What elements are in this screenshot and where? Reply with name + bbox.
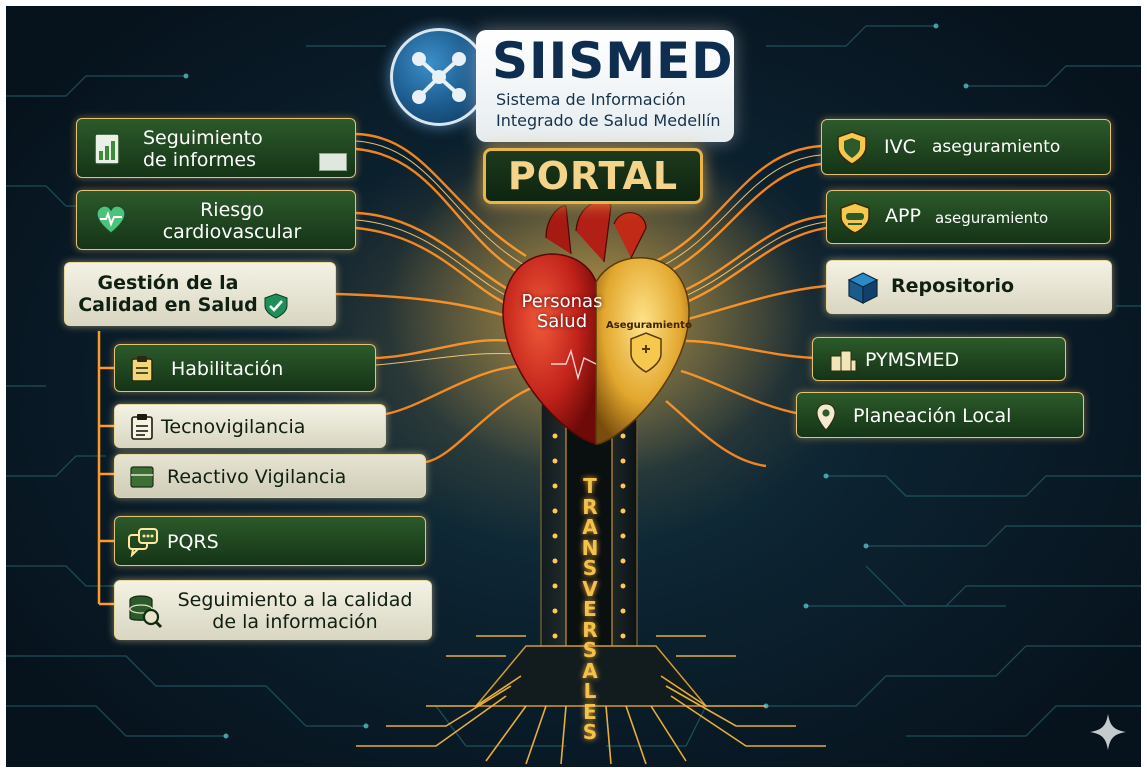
module-ivc-aseguramiento[interactable]: IVC aseguramiento: [821, 119, 1111, 175]
module-app-aseguramiento[interactable]: APP aseguramiento: [826, 190, 1111, 244]
module-label: Seguimiento de informes: [143, 127, 263, 171]
module-riesgo-cardiovascular[interactable]: Riesgo cardiovascular: [76, 190, 356, 250]
module-label: Tecnovigilancia: [161, 416, 306, 438]
heart-label-aseguramiento: Aseguramiento: [606, 320, 692, 331]
sparkle-icon: [1090, 714, 1126, 750]
bar-chart-document-icon: [94, 133, 120, 165]
siismed-logo: [390, 28, 488, 126]
pillar-label-transversales: TRANSVERSALES: [578, 476, 602, 743]
module-label-main: Repositorio: [891, 275, 1015, 297]
module-label-main: APP: [885, 205, 921, 227]
shield-icon: [837, 131, 867, 165]
clipboard-icon: [131, 356, 153, 382]
module-label: Seguimiento a la calidad de la informaci…: [177, 589, 413, 633]
brand-name: SIISMED: [492, 32, 734, 90]
module-label: Gestión de la Calidad en Salud: [78, 272, 258, 316]
module-seguimiento-informes[interactable]: Seguimiento de informes: [76, 118, 356, 178]
module-gestion-calidad[interactable]: Gestión de la Calidad en Salud: [64, 262, 336, 326]
brand-subtitle-line2: Integrado de Salud Medellín: [496, 111, 721, 130]
brand-subtitle-line1: Sistema de Información: [496, 90, 686, 109]
module-label-main: IVC: [884, 136, 916, 158]
module-label: Habilitación: [171, 358, 284, 380]
heart-label-personas-salud: Personas Salud: [521, 291, 603, 332]
shield-mask-icon: [840, 202, 870, 234]
brand-plate: [476, 30, 734, 142]
module-repositorio[interactable]: Repositorio: [826, 260, 1112, 314]
module-reactivo-vigilancia[interactable]: Reactivo Vigilancia: [114, 454, 426, 498]
network-nodes-icon: [412, 52, 466, 104]
diagram-canvas: SIISMED Sistema de Información Integrado…: [6, 6, 1141, 767]
checklist-clipboard-icon: [131, 414, 153, 440]
module-label-small: aseguramiento: [932, 137, 1061, 157]
report-thumbnail-icon: [319, 153, 347, 171]
heart-pulse-icon: [96, 205, 126, 234]
circuit-background: [6, 23, 1141, 765]
module-habilitacion[interactable]: Habilitación: [114, 344, 376, 392]
module-seguimiento-calidad-informacion[interactable]: Seguimiento a la calidad de la informaci…: [114, 580, 432, 640]
document-stack-icon: [130, 466, 154, 488]
module-label: PQRS: [167, 531, 219, 553]
module-label-small: aseguramiento: [935, 209, 1049, 227]
chat-bubbles-icon: [128, 528, 158, 557]
map-pin-icon: [816, 403, 836, 431]
portal-title: PORTAL: [483, 148, 703, 204]
module-label-main: PYMSMED: [865, 349, 960, 371]
building-icon: [830, 350, 857, 372]
heart-left-half: [502, 253, 597, 445]
database-search-icon: [129, 595, 163, 629]
module-planeacion-local[interactable]: Planeación Local: [796, 392, 1084, 438]
module-tecnovigilancia[interactable]: Tecnovigilancia: [114, 404, 386, 448]
pillar-text: TRANSVERSALES: [581, 474, 599, 744]
module-label: Reactivo Vigilancia: [167, 466, 347, 488]
module-label: Riesgo cardiovascular: [162, 199, 302, 243]
cube-icon: [847, 272, 879, 304]
check-shield-icon: [264, 293, 288, 319]
module-label-main: Planeación Local: [853, 405, 1012, 427]
module-pymsmed[interactable]: PYMSMED: [812, 337, 1066, 381]
module-pqrs[interactable]: PQRS: [114, 516, 426, 566]
